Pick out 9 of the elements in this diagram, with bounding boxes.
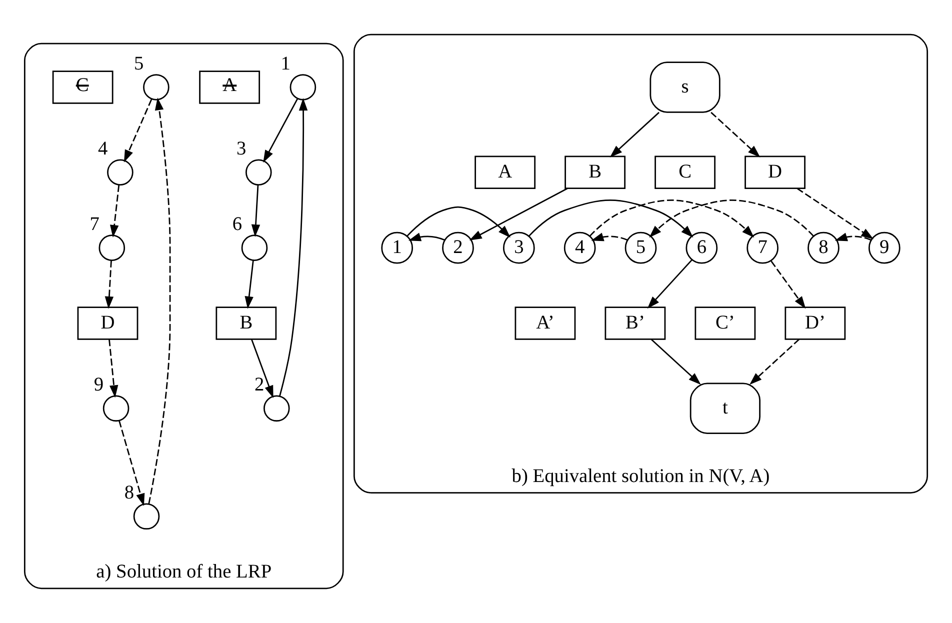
node-label: 6 <box>232 214 242 236</box>
node-label: 1 <box>280 54 290 74</box>
node-label: 3 <box>236 138 246 160</box>
node-label: 5 <box>134 54 144 74</box>
node-label: 9 <box>94 374 104 396</box>
node-label: 8 <box>124 482 134 504</box>
node-label: 2 <box>254 374 264 396</box>
node-label: 7 <box>90 214 100 236</box>
node-label: 4 <box>98 138 108 160</box>
